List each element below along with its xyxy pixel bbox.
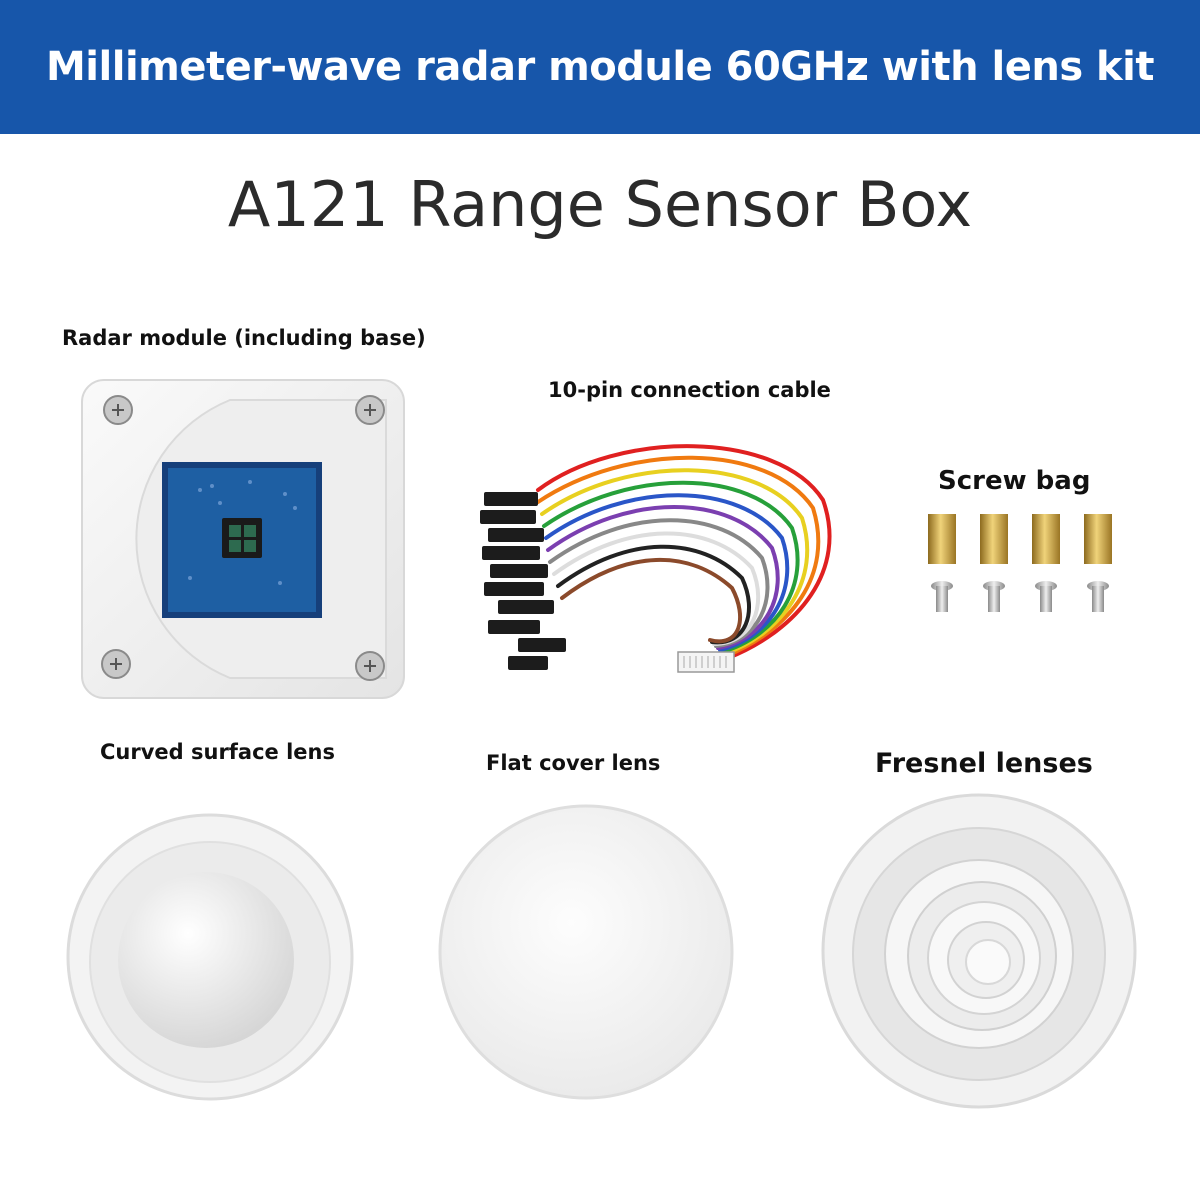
radar-module-label: Radar module (including base) xyxy=(62,326,426,350)
curved-lens-image xyxy=(66,813,354,1101)
curved-lens-label: Curved surface lens xyxy=(100,740,335,764)
product-title: A121 Range Sensor Box xyxy=(227,168,973,241)
banner-title: Millimeter-wave radar module 60GHz with … xyxy=(46,44,1155,90)
fresnel-lens-image xyxy=(821,793,1137,1109)
fresnel-lens-label: Fresnel lenses xyxy=(875,748,1093,779)
screw-bag-image xyxy=(928,514,1112,612)
header-banner xyxy=(0,0,1200,134)
cable-label: 10-pin connection cable xyxy=(548,378,831,402)
screw-bag-label: Screw bag xyxy=(938,466,1091,496)
radar-module-image xyxy=(81,379,405,699)
flat-lens-image xyxy=(438,804,734,1100)
cable-image xyxy=(480,444,832,673)
flat-lens-label: Flat cover lens xyxy=(486,751,661,775)
